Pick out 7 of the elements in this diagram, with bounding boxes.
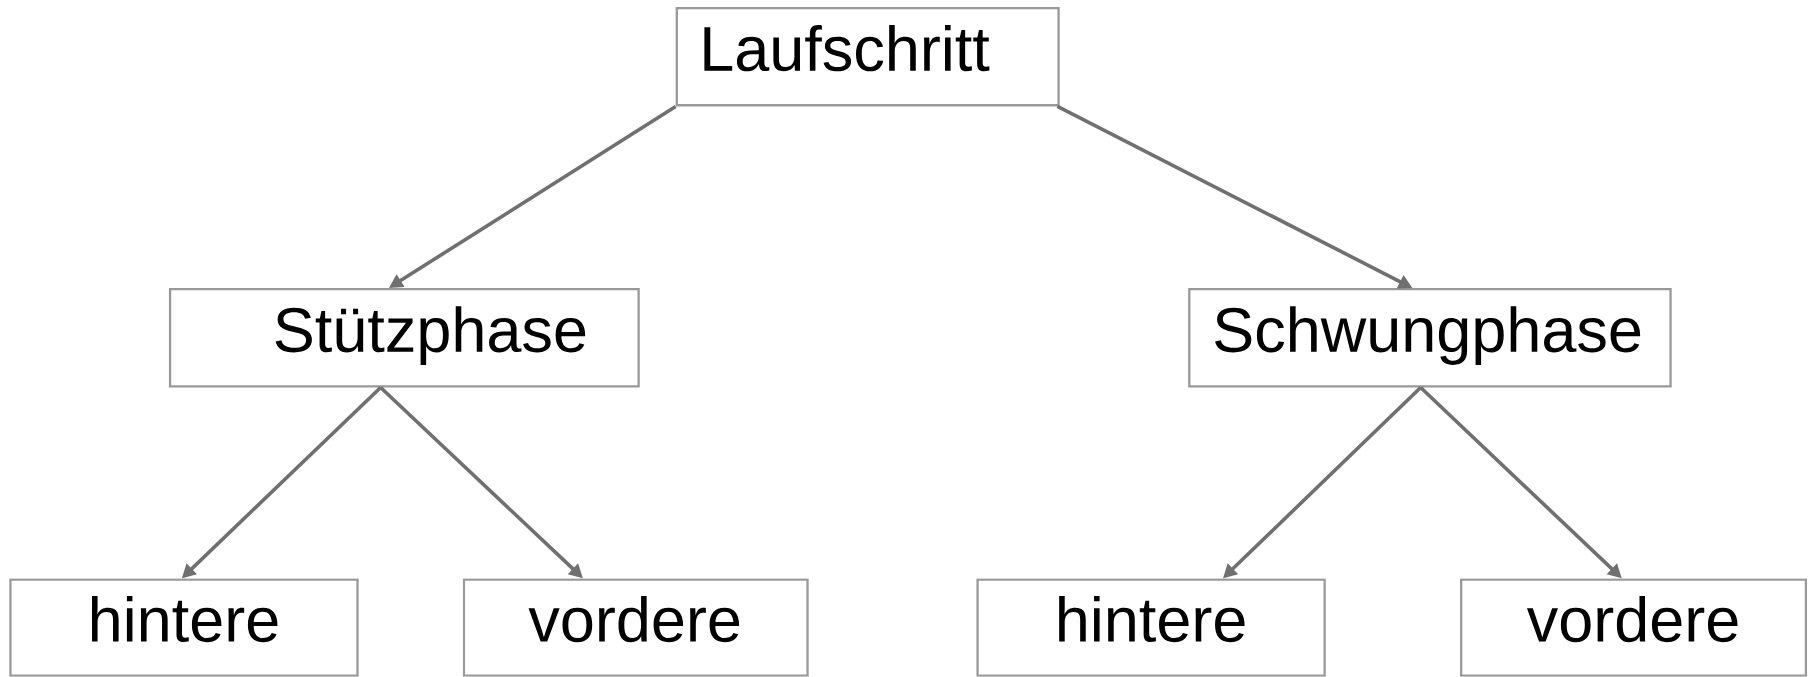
process-box: Stützphase bbox=[168, 288, 640, 388]
process-box: vordere bbox=[462, 578, 809, 677]
process-box: hintere bbox=[976, 578, 1326, 677]
process-box: hintere bbox=[9, 578, 359, 677]
process-box: vordere bbox=[1460, 578, 1808, 677]
process-box: Laufschritt bbox=[675, 7, 1060, 107]
process-box: Schwungphase bbox=[1188, 288, 1672, 388]
